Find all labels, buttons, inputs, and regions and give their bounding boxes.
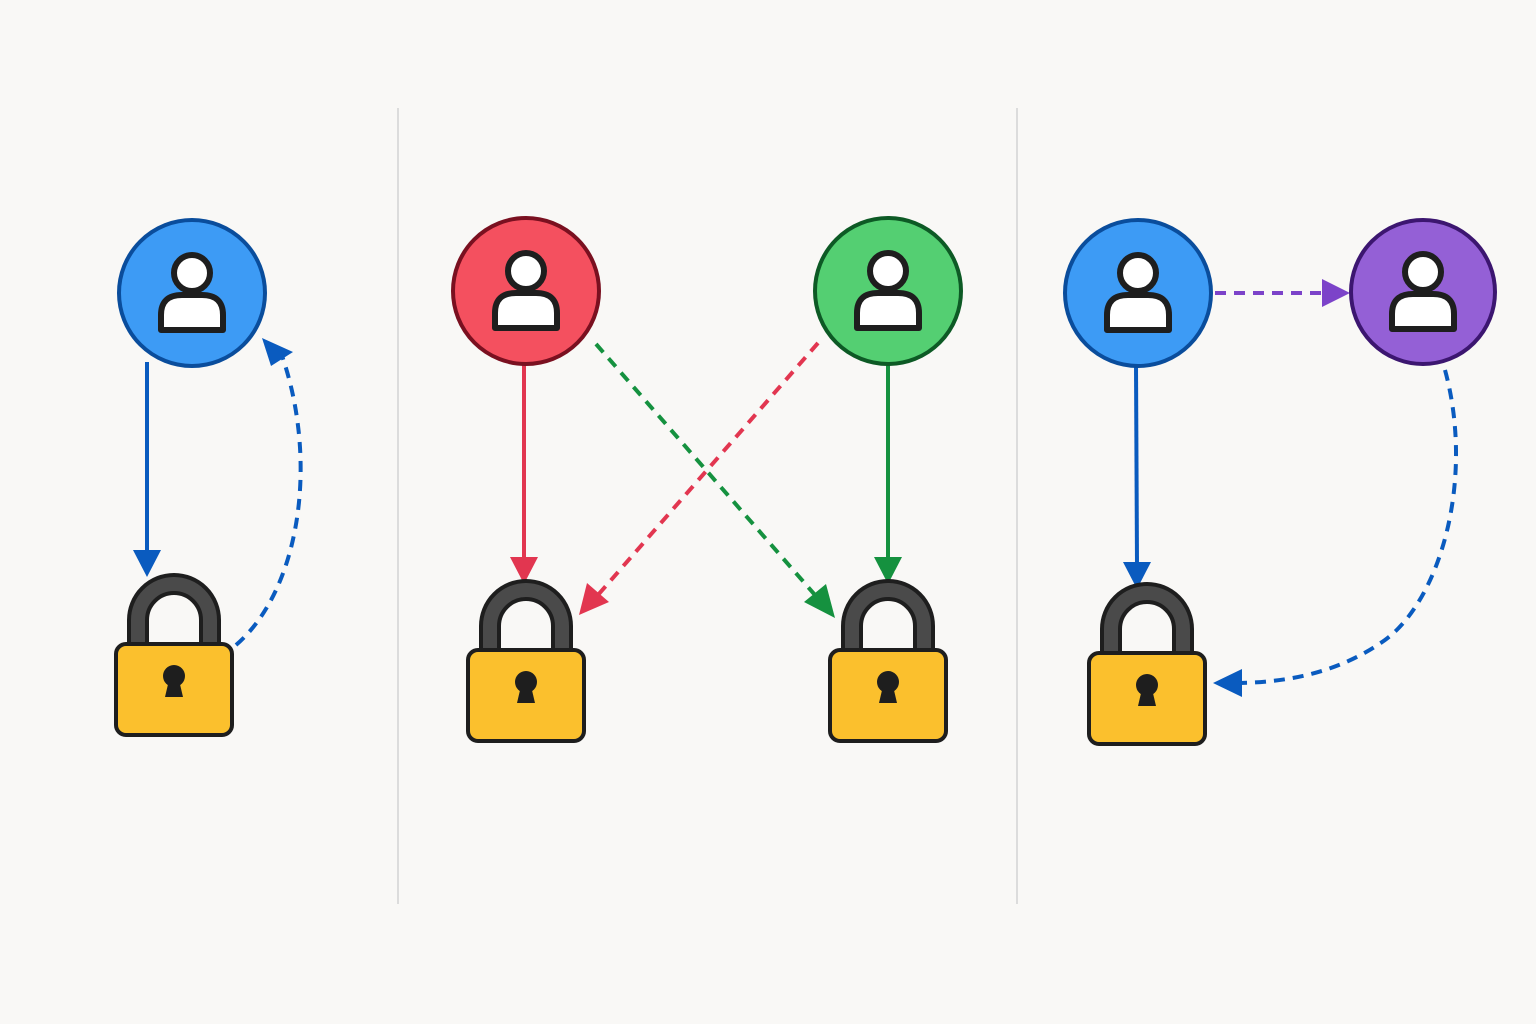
link-user-red-to-lock-2 bbox=[510, 365, 538, 584]
padlock-icon bbox=[468, 590, 584, 741]
link-user-green-to-lock-3 bbox=[874, 365, 902, 584]
link-user-purple-to-lock-4 bbox=[1213, 369, 1458, 697]
link-user-green-to-lock-2 bbox=[579, 341, 820, 615]
link-user-blue-2-to-lock-4 bbox=[1123, 364, 1151, 589]
link-user-blue-to-lock-1 bbox=[133, 362, 161, 577]
user-node-purple bbox=[1349, 218, 1497, 366]
lock-3 bbox=[830, 590, 946, 741]
user-node-blue-2 bbox=[1063, 218, 1213, 368]
link-user-blue-2-to-user-purple bbox=[1215, 279, 1350, 307]
link-lock-1-to-user-blue bbox=[234, 338, 303, 647]
user-node-blue bbox=[117, 218, 267, 368]
user-node-green bbox=[813, 216, 963, 366]
panel-divider-2 bbox=[1016, 108, 1018, 904]
padlock-icon bbox=[1089, 593, 1205, 744]
lock-2 bbox=[468, 590, 584, 741]
panel-divider-1 bbox=[397, 108, 399, 904]
user-node-red bbox=[451, 216, 601, 366]
padlock-icon bbox=[116, 584, 232, 735]
lock-1 bbox=[116, 584, 232, 735]
lock-4 bbox=[1089, 593, 1205, 744]
padlock-icon bbox=[830, 590, 946, 741]
link-user-red-to-lock-3 bbox=[594, 342, 835, 618]
